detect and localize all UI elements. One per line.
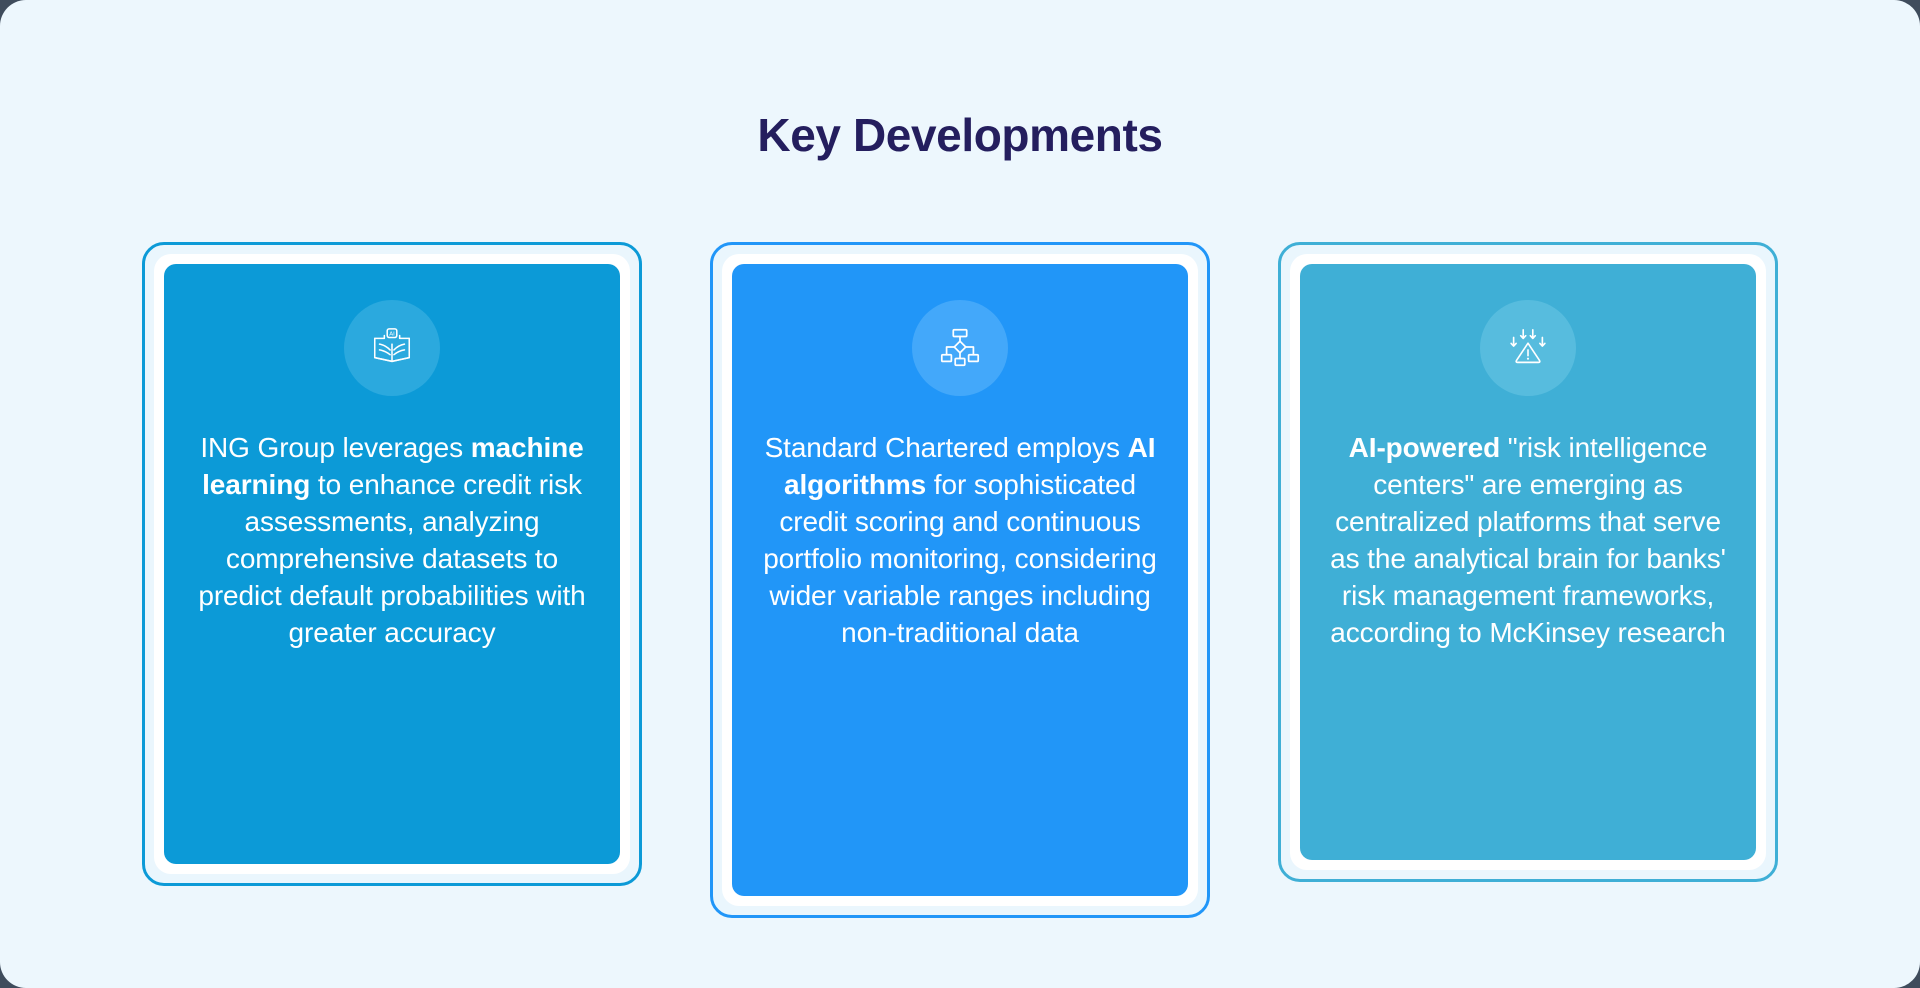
card-text: ING Group leverages machine learning to … [190, 430, 594, 652]
card-text-bold: machine learning [202, 432, 584, 500]
card-text-segment: "risk intelligence centers" are emerging… [1330, 432, 1726, 648]
icon-circle: AI [344, 300, 440, 396]
card-text-segment: for sophisticated credit scoring and con… [763, 468, 1157, 648]
card-body: Standard Chartered employs AI algorithms… [732, 264, 1188, 896]
card-text-bold: AI-powered [1348, 432, 1501, 463]
card-text-segment: ING Group leverages [200, 432, 471, 463]
card-text-segment: Standard Chartered employs [764, 432, 1128, 463]
card-text: AI-powered "risk intelligence centers" a… [1326, 430, 1730, 652]
card-text: Standard Chartered employs AI algorithms… [758, 430, 1162, 652]
card-standard-chartered[interactable]: Standard Chartered employs AI algorithms… [710, 242, 1210, 918]
card-body: AI ING Group leve [164, 264, 620, 864]
card-white-ring: AI-powered "risk intelligence centers" a… [1290, 254, 1766, 870]
svg-text:AI: AI [389, 332, 395, 338]
card-ing-group[interactable]: AI ING Group leve [142, 242, 642, 886]
decision-tree-icon [940, 328, 980, 367]
icon-circle [912, 300, 1008, 396]
card-risk-intelligence-centers[interactable]: AI-powered "risk intelligence centers" a… [1278, 242, 1778, 882]
icon-circle [1480, 300, 1576, 396]
card-body: AI-powered "risk intelligence centers" a… [1300, 264, 1756, 860]
risk-alert-icon [1510, 328, 1546, 364]
card-text-bold: AI algorithms [783, 432, 1156, 500]
card-white-ring: AI ING Group leve [154, 254, 630, 874]
card-white-ring: Standard Chartered employs AI algorithms… [722, 254, 1198, 906]
page-title: Key Developments [757, 109, 1163, 161]
card-row: AI ING Group leve [0, 242, 1920, 918]
ai-book-icon: AI [373, 328, 411, 363]
card-text-segment: to enhance credit risk assessments, anal… [198, 468, 586, 648]
